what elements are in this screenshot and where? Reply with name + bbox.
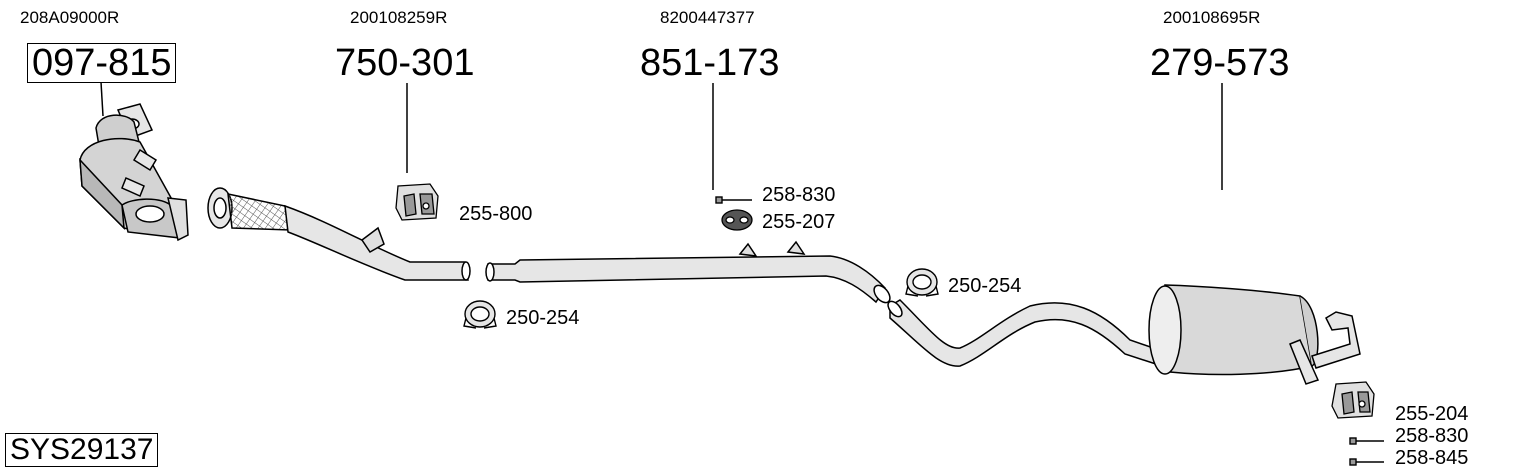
clamp-icon-1 bbox=[463, 300, 497, 329]
accessory-label-clamp-1: 250-254 bbox=[506, 307, 580, 329]
accessory-label-clamp-2: 250-254 bbox=[948, 275, 1022, 297]
part-number-rear-muffler: 279-573 bbox=[1150, 42, 1290, 84]
part-number-center-pipe: 851-173 bbox=[640, 42, 780, 84]
rubber-mount-icon bbox=[721, 209, 753, 231]
leader-line-catalyst bbox=[100, 81, 104, 117]
part-number-front-pipe: 750-301 bbox=[335, 42, 475, 84]
accessory-label-bolt-1: 258-830 bbox=[762, 184, 836, 206]
hanger-icon-1 bbox=[395, 183, 439, 221]
clamp-icon-2 bbox=[905, 268, 939, 297]
catalytic-converter-icon bbox=[79, 103, 189, 242]
center-pipe-icon bbox=[485, 240, 891, 304]
oem-number-center-pipe: 8200447377 bbox=[660, 8, 755, 27]
oem-number-front-pipe: 200108259R bbox=[350, 8, 448, 27]
part-number-catalyst: 097-815 bbox=[27, 43, 177, 83]
accessory-label-hanger-1: 255-800 bbox=[459, 203, 533, 225]
leader-lines bbox=[100, 81, 1223, 190]
bolt-icon-2 bbox=[1349, 437, 1384, 445]
accessory-label-bolt-2: 258-830 bbox=[1395, 425, 1469, 447]
bolt-icon-1 bbox=[715, 196, 752, 204]
system-code: SYS29137 bbox=[5, 433, 159, 467]
accessory-label-rubber-1: 255-207 bbox=[762, 211, 836, 233]
hanger-icon-2 bbox=[1331, 381, 1375, 419]
rear-muffler-icon bbox=[887, 284, 1361, 385]
accessory-label-hanger-2: 255-204 bbox=[1395, 403, 1469, 425]
accessory-label-bolt-3: 258-845 bbox=[1395, 447, 1469, 469]
oem-number-catalyst: 208A09000R bbox=[20, 8, 120, 27]
oem-number-rear-muffler: 200108695R bbox=[1163, 8, 1261, 27]
bolt-icon-3 bbox=[1349, 458, 1384, 466]
front-pipe-icon bbox=[207, 187, 471, 281]
